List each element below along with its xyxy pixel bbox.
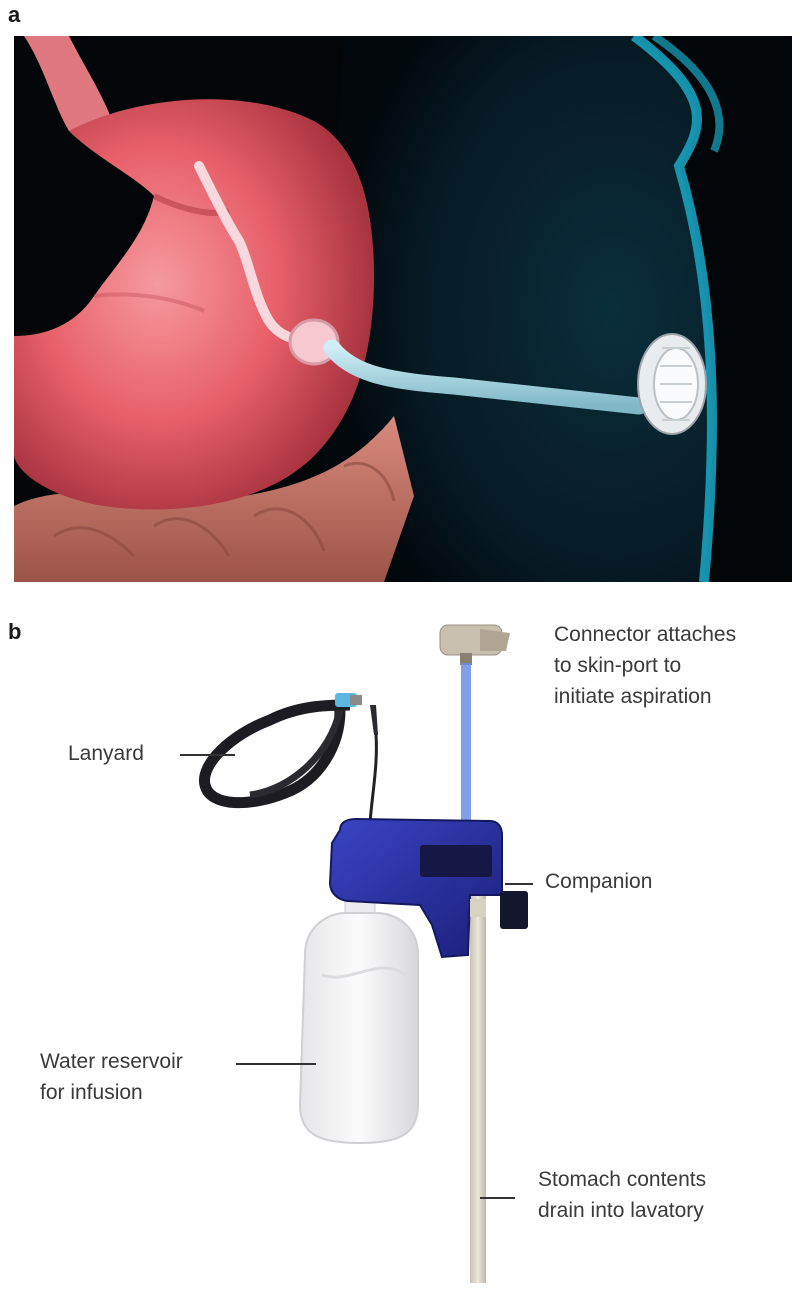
lanyard-label: Lanyard — [68, 738, 144, 769]
companion-leader-line — [505, 883, 533, 885]
drain-label: Stomach contents drain into lavatory — [538, 1164, 706, 1226]
connector-label-line-1: Connector attaches — [554, 619, 736, 650]
reservoir-label-line-2: for infusion — [40, 1077, 183, 1108]
lanyard — [204, 693, 378, 823]
drain-leader-line — [480, 1197, 515, 1199]
water-reservoir — [300, 891, 418, 1143]
aspiration-tube — [461, 663, 471, 833]
connector — [440, 625, 510, 665]
drain-tube — [470, 863, 486, 1283]
lanyard-leader-line — [180, 754, 235, 756]
panel-a-letter: a — [8, 2, 20, 28]
skin-port — [638, 334, 706, 434]
connector-label: Connector attaches to skin-port to initi… — [554, 619, 736, 712]
drain-label-line-2: drain into lavatory — [538, 1195, 706, 1226]
reservoir-label-line-1: Water reservoir — [40, 1046, 183, 1077]
connector-label-line-3: initiate aspiration — [554, 681, 736, 712]
reservoir-label: Water reservoir for infusion — [40, 1046, 183, 1108]
stomach-port-illustration — [14, 36, 792, 582]
reservoir-leader-line — [236, 1063, 316, 1065]
connector-label-line-2: to skin-port to — [554, 650, 736, 681]
drain-label-line-1: Stomach contents — [538, 1164, 706, 1195]
companion-label: Companion — [545, 866, 652, 897]
